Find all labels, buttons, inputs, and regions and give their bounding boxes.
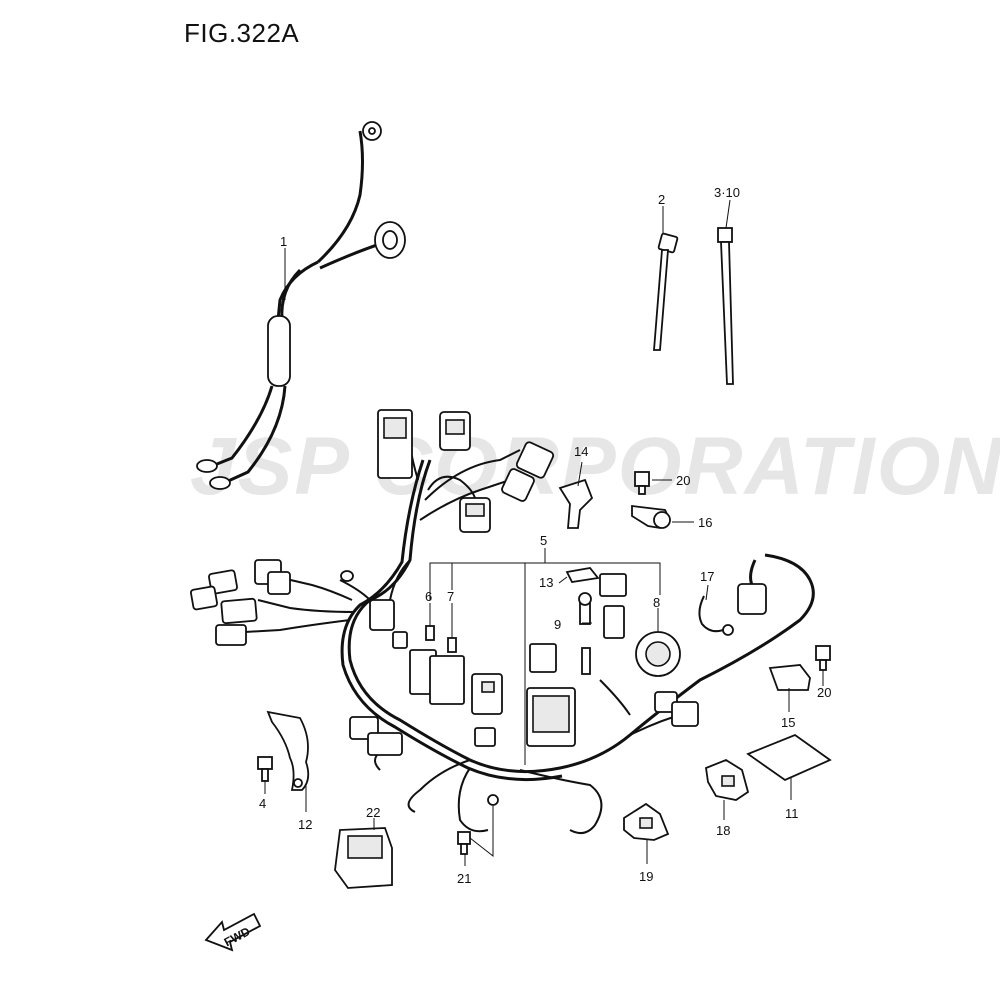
callout-8: 8 [653, 595, 660, 610]
callout-9: 9 [554, 617, 561, 632]
watermark: JSP CORPORATION [190, 421, 1000, 512]
main-wiring-harness[interactable] [244, 444, 815, 835]
figure-title: FIG.322A [184, 18, 300, 48]
callout-3-10: 3·10 [714, 185, 740, 200]
connector-right[interactable] [737, 559, 767, 615]
part-3-10-cable-tie[interactable] [717, 227, 734, 385]
callout-5: 5 [540, 533, 547, 548]
callout-7: 7 [447, 589, 454, 604]
callout-labels: 1 2 3·10 4 5 6 7 8 9 11 12 13 14 15 16 1… [259, 185, 831, 886]
callout-20-right: 20 [817, 685, 831, 700]
callout-22: 22 [366, 805, 380, 820]
callout-16: 16 [698, 515, 712, 530]
callout-6: 6 [425, 589, 432, 604]
callout-11: 11 [785, 806, 799, 821]
parts-8-9-13[interactable] [526, 567, 699, 747]
part-4-bolt[interactable] [257, 756, 273, 782]
fuse-relay-box[interactable] [349, 625, 503, 756]
callout-19: 19 [639, 869, 653, 884]
watermark-text: JSP CORPORATION [190, 421, 1000, 512]
leader-lines [264, 199, 824, 866]
part-12-bracket[interactable] [266, 710, 310, 791]
fwd-arrow-icon: FWD [204, 912, 262, 952]
callout-1: 1 [280, 234, 287, 249]
callout-17: 17 [700, 569, 714, 584]
callout-20-top: 20 [676, 473, 690, 488]
parts-15-20-right[interactable] [768, 645, 831, 691]
part-17-cable-band[interactable] [698, 595, 734, 636]
callout-4: 4 [259, 796, 266, 811]
callout-2: 2 [658, 192, 665, 207]
callout-15: 15 [781, 715, 795, 730]
callout-21: 21 [457, 871, 471, 886]
part-18-clamp[interactable] [705, 758, 750, 801]
part-5-bracket [429, 548, 661, 765]
part-22-cover[interactable] [334, 827, 393, 889]
callout-13: 13 [539, 575, 553, 590]
connector-cluster-left[interactable] [190, 559, 408, 649]
part-11-sheet[interactable] [746, 733, 832, 782]
part-19-clamp[interactable] [623, 802, 670, 841]
parts-14-16-20-top[interactable] [558, 471, 671, 529]
connector-cluster-top[interactable] [377, 409, 555, 533]
part-2-cable-tie[interactable] [653, 232, 679, 351]
callout-12: 12 [298, 817, 312, 832]
callout-14: 14 [574, 444, 588, 459]
part-21-bolt[interactable] [457, 794, 499, 855]
callout-18: 18 [716, 823, 730, 838]
part-1-battery-cable[interactable] [196, 121, 406, 490]
